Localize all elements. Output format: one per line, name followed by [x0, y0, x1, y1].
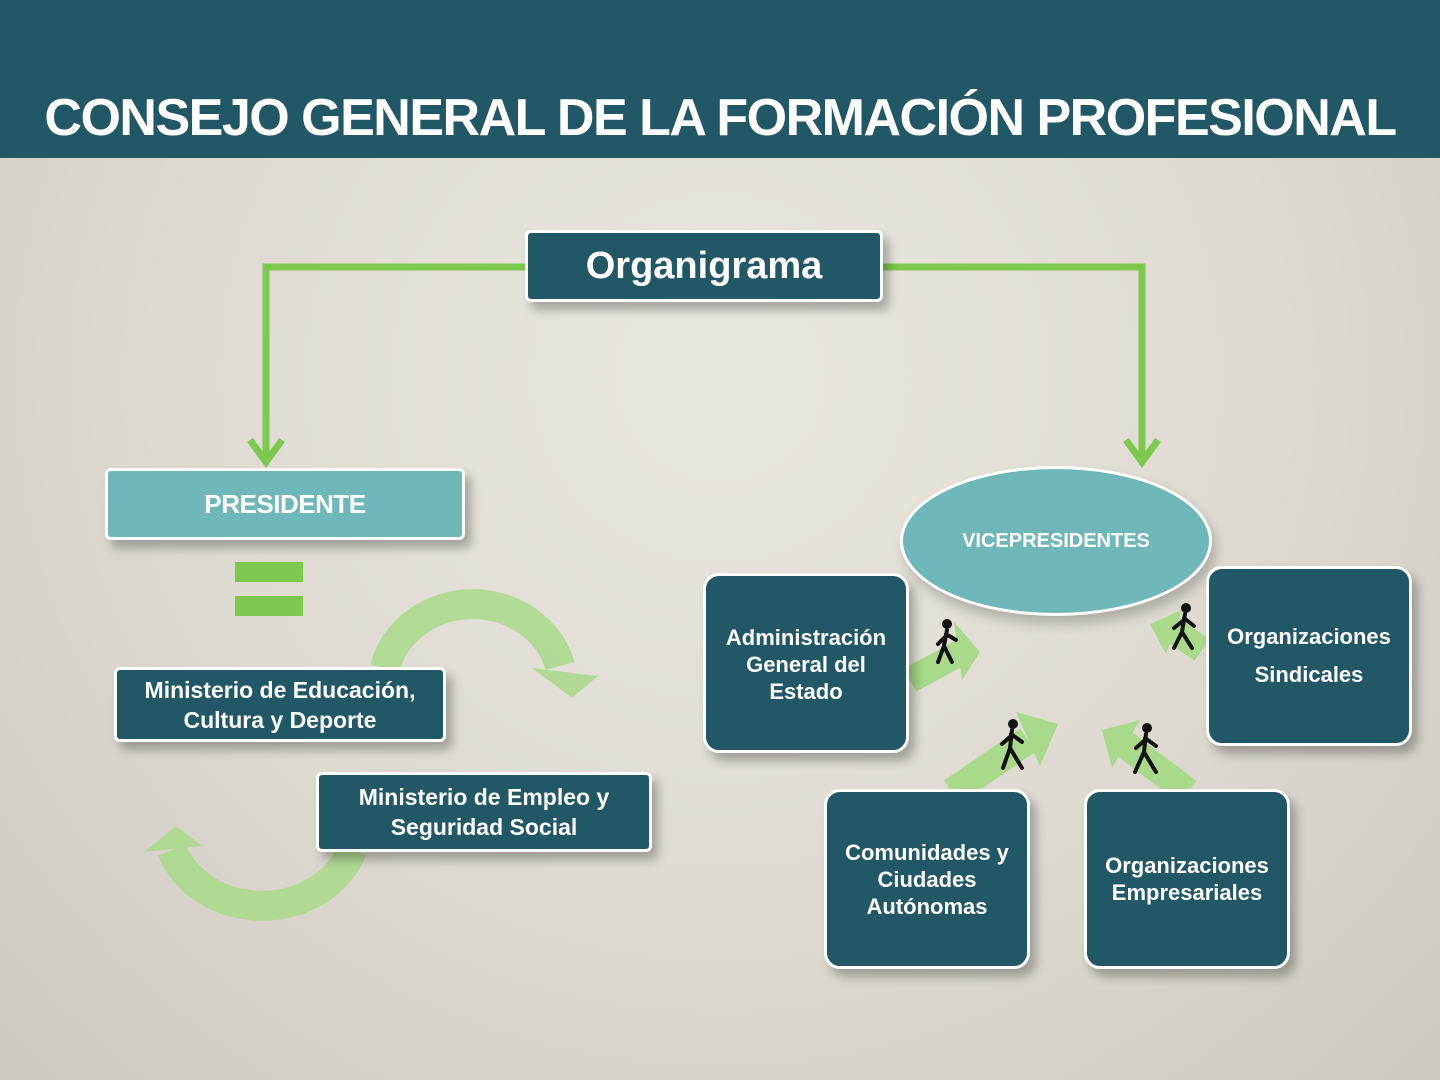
member-label: Organizaciones Sindicales	[1227, 624, 1391, 687]
member-box-empresariales: Organizaciones Empresariales	[1084, 789, 1290, 969]
arrow-comunidades	[944, 712, 1058, 804]
ministry-education-box: Ministerio de Educación, Cultura y Depor…	[114, 667, 446, 742]
walking-person-icon	[1172, 603, 1196, 650]
header-bar: CONSEJO GENERAL DE LA FORMACIÓN PROFESIO…	[0, 0, 1440, 158]
member-box-administracion: Administración General del Estado	[703, 573, 909, 753]
ministry-employment-box: Ministerio de Empleo y Seguridad Social	[316, 772, 652, 852]
walking-person-icon	[1000, 719, 1024, 770]
arrowhead-president	[247, 437, 285, 468]
member-label: Administración General del Estado	[725, 625, 887, 704]
member-box-sindicales: Organizaciones Sindicales	[1206, 566, 1412, 746]
president-label: PRESIDENTE	[204, 488, 366, 519]
arrow-administracion	[903, 622, 980, 692]
vicepresidents-ellipse: VICEPRESIDENTES	[900, 466, 1212, 616]
walking-person-icon	[1133, 723, 1158, 774]
walking-person-icon	[936, 619, 958, 664]
ministry-employment-label: Ministerio de Empleo y Seguridad Social	[358, 784, 610, 840]
cycle-arrow-icon	[370, 589, 598, 698]
cycle-arrow-icon	[144, 826, 366, 921]
ministry-education-label: Ministerio de Educación, Cultura y Depor…	[144, 676, 416, 733]
vicepresidents-label: VICEPRESIDENTES	[962, 529, 1150, 552]
connector-to-president	[262, 263, 527, 458]
equals-icon	[235, 562, 303, 616]
diagram-title: Organigrama	[585, 244, 823, 287]
president-box: PRESIDENTE	[105, 468, 465, 540]
diagram-title-box: Organigrama	[525, 230, 883, 302]
member-box-comunidades: Comunidades y Ciudades Autónomas	[824, 789, 1030, 969]
member-label: Comunidades y Ciudades Autónomas	[845, 839, 1009, 919]
member-label: Organizaciones Empresariales	[1105, 853, 1269, 905]
page-title: CONSEJO GENERAL DE LA FORMACIÓN PROFESIO…	[44, 89, 1397, 147]
connector-to-vicepresidents	[883, 263, 1146, 458]
arrowhead-vicepresidents	[1123, 437, 1161, 468]
